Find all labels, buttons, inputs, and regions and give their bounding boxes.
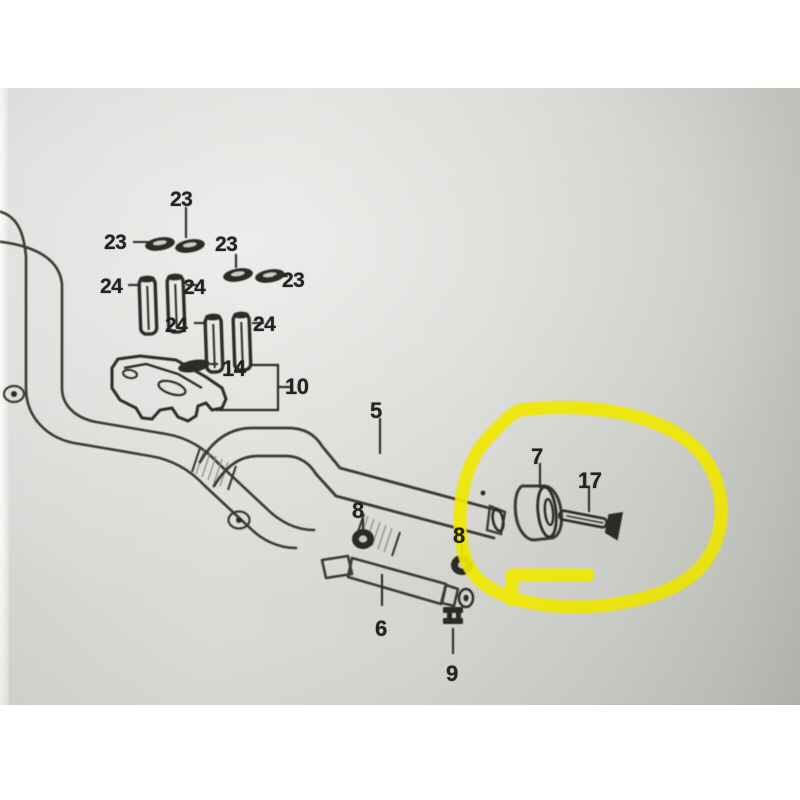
part-label-23-mid: 23 (215, 233, 238, 256)
part-label-24-right: 24 (183, 276, 206, 299)
part-label-24-left: 24 (100, 275, 123, 298)
part-label-8-right: 8 (453, 523, 465, 548)
part-label-10: 10 (285, 374, 309, 399)
part-label-5: 5 (370, 398, 382, 423)
part-label-23-right: 23 (282, 269, 305, 292)
part-label-9: 9 (446, 661, 458, 686)
parts-diagram-photo: 23 23 23 23 24 24 24 24 14 10 5 8 8 7 17… (0, 88, 800, 705)
part-label-14: 14 (222, 356, 246, 381)
part-label-6: 6 (375, 616, 387, 641)
part-label-23-left: 23 (104, 231, 127, 254)
diagram-line-art (0, 88, 800, 705)
part-label-24-lower-right: 24 (253, 313, 276, 336)
part-label-23-top: 23 (170, 188, 193, 211)
part-label-8-left: 8 (352, 498, 364, 523)
part-label-7: 7 (531, 444, 543, 469)
part-label-24-lower-left: 24 (165, 314, 188, 337)
part-label-17: 17 (578, 468, 602, 493)
